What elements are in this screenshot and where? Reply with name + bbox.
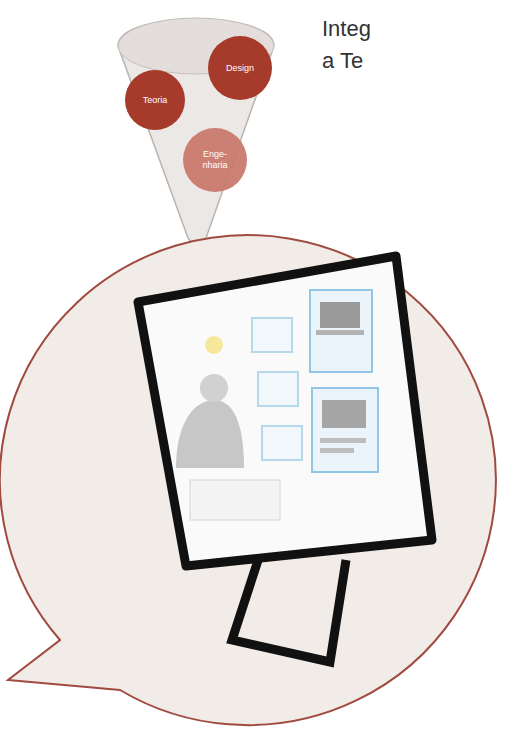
node-label: Teoria	[130, 95, 180, 106]
speech-bubble	[0, 235, 496, 725]
circle-node: Design	[208, 36, 272, 100]
screen-illustration	[176, 290, 378, 520]
circle-node: Teoria	[125, 70, 185, 130]
node-label: Design	[215, 63, 265, 74]
monitor-screen	[138, 256, 432, 566]
monitor-stand	[232, 548, 346, 662]
node-label: Enge- nharia	[198, 149, 232, 171]
heading-fragment: Integ	[322, 16, 371, 42]
funnel-shape	[118, 19, 274, 245]
heading-fragment: a Te	[322, 48, 363, 74]
circle-node: Enge- nharia	[183, 128, 247, 192]
